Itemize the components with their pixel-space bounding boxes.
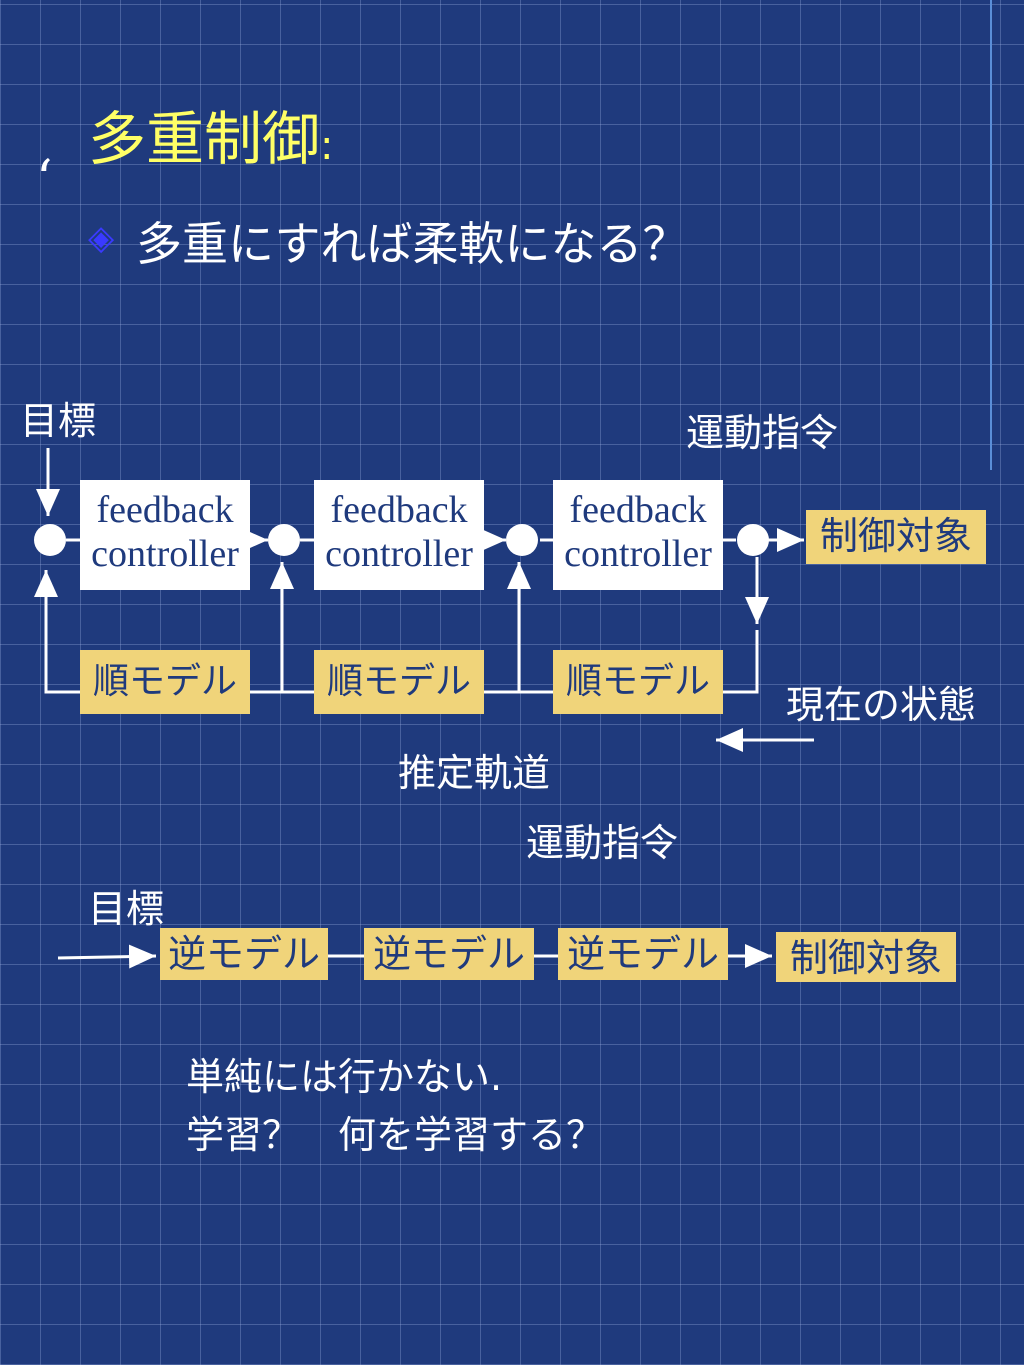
inverse-model-box: 逆モデル — [364, 928, 534, 980]
controller-line1: feedback — [330, 489, 468, 531]
controller-line2: controller — [564, 533, 712, 575]
title-colon: : — [320, 123, 334, 169]
feedback-controller-box: feedback controller — [80, 480, 250, 590]
bullet-text: 多重にすれば柔軟になる？ — [136, 217, 689, 271]
forward-model-box: 順モデル — [553, 650, 723, 714]
lower-target-label: 目標 — [88, 887, 165, 931]
lower-plant-box: 制御対象 — [776, 932, 956, 982]
motion-command-label: 運動指令 — [686, 411, 839, 455]
feedback-controller-box: feedback controller — [314, 480, 484, 590]
summing-junction — [268, 524, 300, 556]
note-line2: 学習？ 何を学習する？ — [186, 1113, 605, 1157]
feedback-controller-box: feedback controller — [553, 480, 723, 590]
comma-glyph: ‘ — [36, 150, 53, 210]
slide-title: 多重制御: — [88, 105, 334, 173]
target-label: 目標 — [20, 399, 97, 443]
note-line1: 単純には行かない. — [186, 1055, 503, 1099]
controller-line1: feedback — [569, 489, 707, 531]
plant-box: 制御対象 — [806, 510, 986, 564]
lower-motion-command-label: 運動指令 — [526, 821, 679, 865]
inverse-model-box: 逆モデル — [558, 928, 728, 980]
summing-junction — [34, 524, 66, 556]
forward-model-box: 順モデル — [80, 650, 250, 714]
controller-line2: controller — [325, 533, 473, 575]
forward-model-box: 順モデル — [314, 650, 484, 714]
diamond-bullet-icon: ◈ — [88, 218, 115, 258]
inverse-model-box: 逆モデル — [160, 928, 328, 980]
summing-junction — [737, 524, 769, 556]
slide-right-rule — [990, 0, 992, 470]
controller-line1: feedback — [96, 489, 234, 531]
summing-junction — [506, 524, 538, 556]
current-state-label: 現在の状態 — [786, 683, 977, 727]
estimated-trajectory-label: 推定軌道 — [398, 751, 551, 795]
controller-line2: controller — [91, 533, 239, 575]
